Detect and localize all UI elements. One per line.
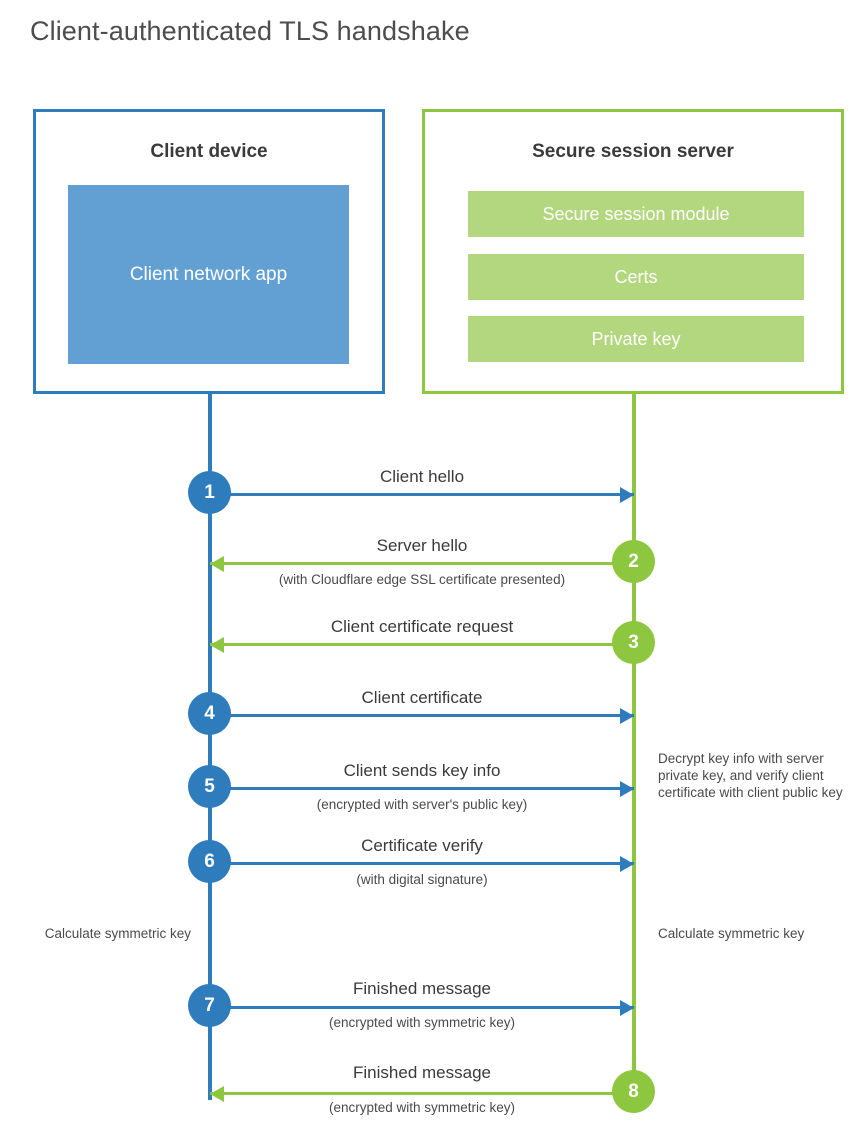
message-line-2 <box>210 562 634 565</box>
message-line-3 <box>210 643 634 646</box>
step-circle-1[interactable]: 1 <box>188 471 231 514</box>
secure-session-server-title: Secure session server <box>532 141 734 162</box>
message-sublabel-8: (encrypted with symmetric key) <box>328 1100 516 1115</box>
client-device-box: Client device Client network app <box>33 109 385 394</box>
arrowhead-left-icon-8 <box>210 1086 224 1102</box>
step-circle-8[interactable]: 8 <box>612 1070 655 1113</box>
message-label-6: Certificate verify <box>361 836 483 855</box>
client-network-app-block: Client network app <box>68 185 349 364</box>
message-line-5 <box>210 787 634 790</box>
arrowhead-right-icon-5 <box>620 781 634 797</box>
note-server-decrypt: Decrypt key info with server private key… <box>658 751 843 800</box>
message-line-7 <box>210 1006 634 1009</box>
client-lifeline <box>208 391 212 1100</box>
message-line-6 <box>210 862 634 865</box>
step-circle-2[interactable]: 2 <box>612 540 655 583</box>
message-sublabel-7: (encrypted with symmetric key) <box>328 1015 516 1030</box>
server-component-private-key: Private key <box>468 316 804 362</box>
arrowhead-left-icon-2 <box>210 556 224 572</box>
message-sublabel-6: (with digital signature) <box>356 872 488 887</box>
arrowhead-right-icon-6 <box>620 856 634 872</box>
message-label-3: Client certificate request <box>330 617 514 636</box>
arrowhead-right-icon-1 <box>620 487 634 503</box>
message-sublabel-2: (with Cloudflare edge SSL certificate pr… <box>278 572 566 587</box>
note-client-calculate-symmetric-key: Calculate symmetric key <box>44 926 191 941</box>
arrowhead-left-icon-3 <box>210 637 224 653</box>
message-line-8 <box>210 1092 634 1095</box>
client-device-title: Client device <box>150 141 268 162</box>
step-circle-6[interactable]: 6 <box>188 840 231 883</box>
server-component-certs: Certs <box>468 254 804 300</box>
message-label-7: Finished message <box>353 979 491 998</box>
step-circle-3[interactable]: 3 <box>612 621 655 664</box>
page-title: Client-authenticated TLS handshake <box>30 16 470 46</box>
message-line-1 <box>210 493 634 496</box>
arrowhead-right-icon-4 <box>620 708 634 724</box>
note-server-calculate-symmetric-key: Calculate symmetric key <box>658 926 805 941</box>
message-label-2: Server hello <box>376 536 468 555</box>
server-component-secure-session-module: Secure session module <box>468 191 804 237</box>
step-circle-7[interactable]: 7 <box>188 984 231 1027</box>
message-label-4: Client certificate <box>361 688 483 707</box>
message-label-5: Client sends key info <box>343 761 501 780</box>
step-circle-4[interactable]: 4 <box>188 692 231 735</box>
message-line-4 <box>210 714 634 717</box>
secure-session-server-box: Secure session server Secure session mod… <box>422 109 844 394</box>
step-circle-5[interactable]: 5 <box>188 765 231 808</box>
message-sublabel-5: (encrypted with server's public key) <box>316 797 528 812</box>
server-lifeline <box>632 391 636 1091</box>
arrowhead-right-icon-7 <box>620 1000 634 1016</box>
message-label-1: Client hello <box>379 467 465 486</box>
message-label-8: Finished message <box>353 1063 491 1082</box>
